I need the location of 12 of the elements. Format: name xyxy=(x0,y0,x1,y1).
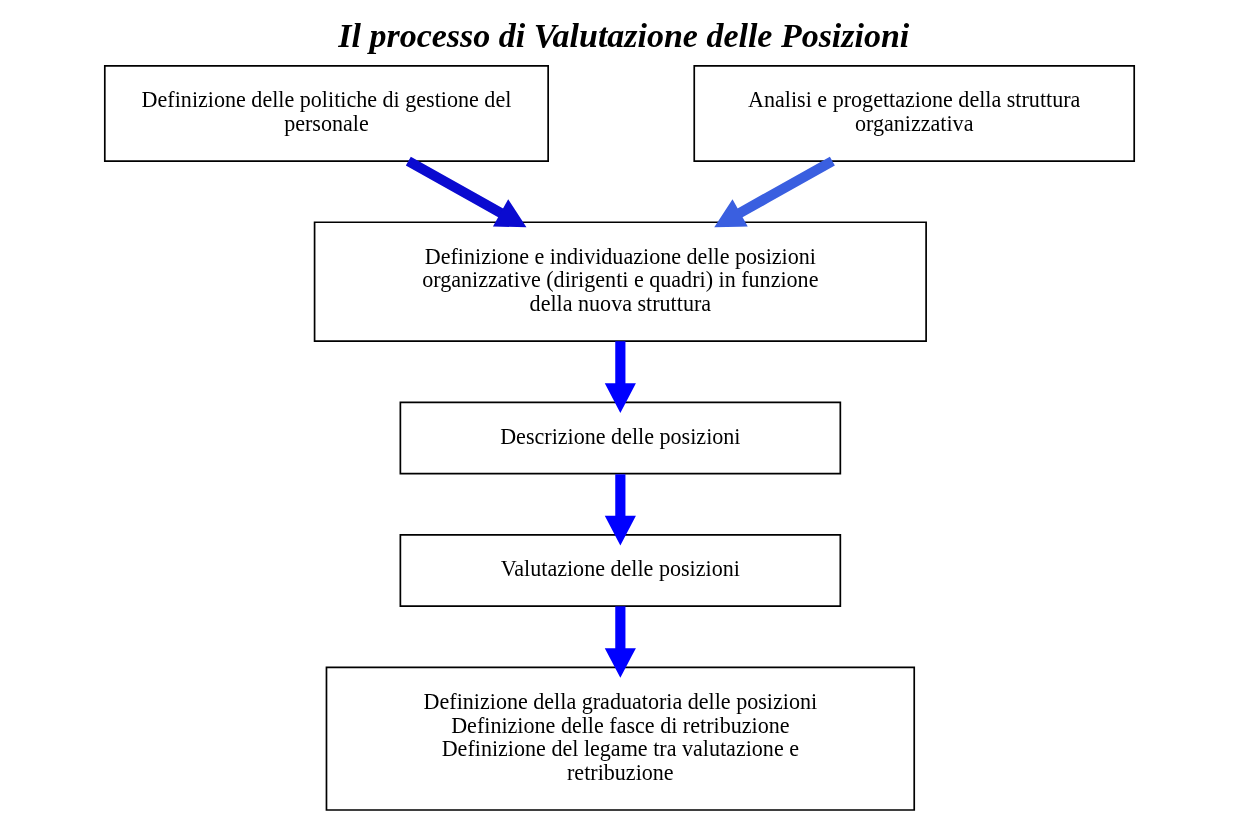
arrow xyxy=(604,341,636,413)
arrow xyxy=(714,156,835,228)
diagram-title: Il processo di Valutazione delle Posizioni xyxy=(338,17,910,55)
arrow xyxy=(604,606,636,678)
node-box: Definizione e individuazione delle posizioni organizzative (dirigenti e quadri) in funzione della nuova struttura xyxy=(313,221,927,342)
node-box: Definizione delle politiche di gestione del personale xyxy=(103,65,549,162)
node-box: Definizione della graduatoria delle posizioni Definizione delle fasce di retribuzione Definizione del legame tra valutazione e retribuzione xyxy=(325,666,916,811)
node-box: Descrizione delle posizioni xyxy=(399,401,842,475)
node-box: Analisi e progettazione della struttura organizzativa xyxy=(693,65,1136,162)
node-box: Valutazione delle posizioni xyxy=(399,533,842,607)
arrow xyxy=(604,474,636,546)
arrow xyxy=(405,156,527,228)
